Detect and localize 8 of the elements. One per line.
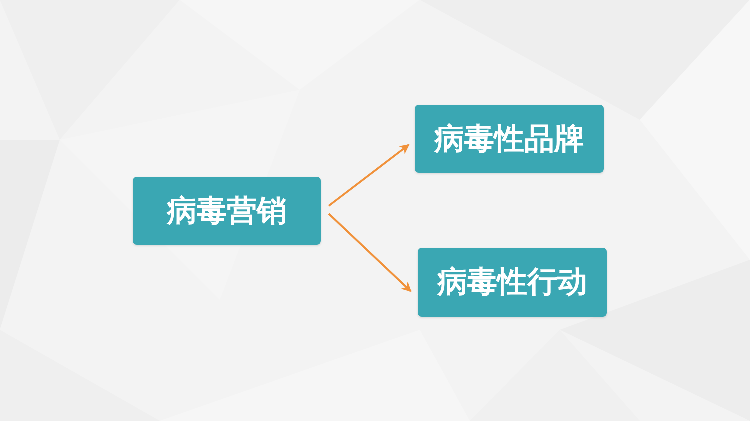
arrow	[328, 213, 412, 292]
arrow	[328, 144, 410, 207]
box-label: 病毒营销	[167, 194, 287, 228]
box-label: 病毒性品牌	[434, 122, 584, 156]
box-label: 病毒性行动	[438, 266, 588, 299]
process-box	[415, 105, 604, 173]
process-box	[133, 177, 321, 245]
process-box	[418, 248, 607, 317]
